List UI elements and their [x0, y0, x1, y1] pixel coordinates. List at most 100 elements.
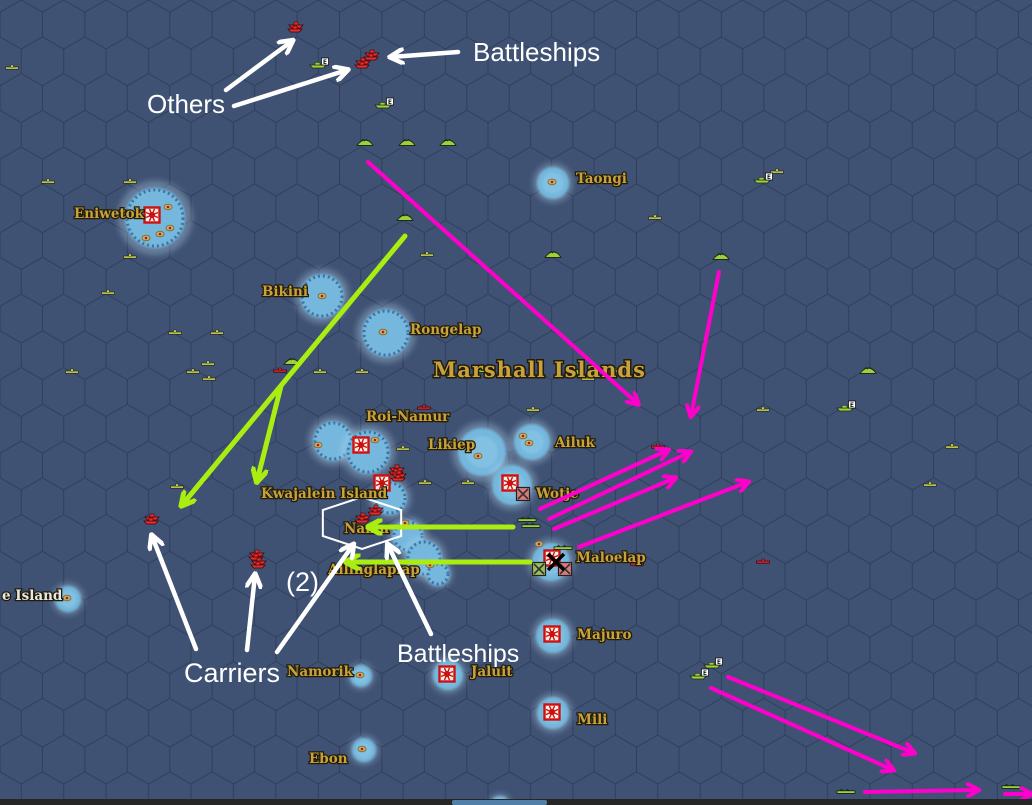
deck-detail	[839, 788, 850, 792]
allied-ship-icon[interactable]	[398, 138, 416, 146]
atoll-rim	[125, 188, 185, 248]
allied-sub-icon[interactable]	[210, 329, 224, 335]
allied-escort-icon[interactable]: E	[703, 657, 723, 669]
japanese-sub-icon[interactable]	[417, 404, 431, 410]
allied-surface-ship-icon[interactable]	[521, 522, 541, 528]
atoll-rim	[300, 274, 344, 318]
e-badge-letter: E	[767, 173, 771, 181]
annotation-label-battleships-top: Battleships	[473, 37, 600, 67]
allied-surface-ship-icon[interactable]	[836, 788, 856, 794]
allied-sub-icon[interactable]	[65, 368, 79, 374]
annotation-label-count-2: (2)	[286, 567, 319, 597]
allied-sub-icon[interactable]	[313, 368, 327, 374]
allied-ship-icon[interactable]	[859, 366, 877, 374]
allied-sub-icon[interactable]	[168, 329, 182, 335]
allied-ship-icon[interactable]	[439, 138, 457, 146]
japanese-base-counter[interactable]	[501, 474, 519, 492]
allied-sub-icon[interactable]	[418, 479, 432, 485]
allied-sub-icon[interactable]	[201, 360, 215, 366]
allied-ship-icon[interactable]	[396, 213, 414, 221]
japanese-taskforce-icon[interactable]	[250, 557, 267, 569]
sail	[775, 168, 779, 172]
allied-sub-icon[interactable]	[186, 368, 200, 374]
e-badge	[321, 57, 329, 66]
japanese-base-counter[interactable]	[543, 625, 561, 643]
japanese-sub-icon[interactable]	[630, 560, 644, 566]
allied-surface-ship-icon[interactable]	[553, 544, 573, 550]
allied-sub-icon[interactable]	[461, 479, 475, 485]
japanese-base-counter[interactable]	[352, 436, 370, 454]
japanese-sub-icon[interactable]	[756, 558, 770, 564]
allied-ship-icon[interactable]	[356, 138, 374, 146]
island-label-kwajalein-island: Kwajalein Island	[261, 486, 388, 502]
allied-sub-icon[interactable]	[202, 375, 216, 381]
sail	[128, 178, 132, 182]
allied-sub-icon[interactable]	[770, 168, 784, 174]
allied-ship-icon[interactable]	[566, 367, 584, 375]
japanese-taskforce-icon[interactable]	[143, 513, 160, 525]
japanese-taskforce-icon[interactable]	[390, 470, 407, 482]
superstructure	[369, 49, 375, 54]
allied-escort-icon[interactable]: E	[309, 57, 329, 69]
japanese-taskforce-icon[interactable]	[354, 57, 371, 69]
allied-escort-icon[interactable]: E	[689, 668, 709, 680]
island-label-mili: Mili	[577, 712, 607, 728]
white-callout-arrow	[388, 545, 434, 637]
sail	[761, 406, 765, 410]
allied-sub-icon[interactable]	[648, 214, 662, 220]
japanese-taskforce-icon[interactable]	[367, 504, 384, 516]
allied-sub-icon[interactable]	[101, 289, 115, 295]
allied-sub-icon[interactable]	[355, 368, 369, 374]
allied-ship-icon[interactable]	[544, 250, 562, 258]
island-label-namorik: Namorik	[287, 664, 354, 680]
japanese-taskforce-icon[interactable]	[287, 21, 304, 33]
sail	[635, 560, 639, 564]
allied-sub-icon[interactable]	[5, 64, 19, 70]
e-badge	[765, 172, 773, 181]
land-islet-dot	[358, 673, 362, 677]
island-ailuk	[509, 419, 555, 465]
japanese-base-counter[interactable]	[373, 474, 391, 492]
x-stroke	[517, 488, 529, 500]
allied-sub-icon[interactable]	[396, 445, 410, 451]
japanese-taskforce-icon[interactable]	[363, 49, 380, 61]
japanese-sub-icon[interactable]	[273, 367, 287, 373]
allied-sub-icon[interactable]	[945, 443, 959, 449]
magenta-movement-arrow	[547, 452, 690, 521]
allied-surface-ship-icon[interactable]	[517, 516, 537, 522]
sun-disc	[149, 212, 155, 218]
sail	[175, 483, 179, 487]
bottom-edge-fragment	[452, 800, 547, 805]
magenta-movement-arrow	[366, 160, 638, 404]
allied-sub-icon[interactable]	[608, 367, 622, 373]
allied-ship-icon[interactable]	[712, 252, 730, 260]
allied-sub-icon[interactable]	[581, 375, 595, 381]
white-callout-arrow	[231, 70, 347, 109]
japanese-base-counter[interactable]	[143, 206, 161, 224]
hull	[517, 518, 537, 522]
struck-unit-box-green[interactable]	[531, 561, 547, 577]
struck-unit-box-red[interactable]	[515, 486, 531, 502]
allied-escort-icon[interactable]: E	[374, 97, 394, 109]
allied-escort-icon[interactable]: E	[753, 172, 773, 184]
sail	[207, 375, 211, 379]
allied-sub-icon[interactable]	[123, 178, 137, 184]
allied-sub-icon[interactable]	[170, 483, 184, 489]
white-callout-arrow	[274, 545, 353, 655]
allied-sub-icon[interactable]	[420, 251, 434, 257]
superstructure	[841, 405, 848, 409]
japanese-base-counter[interactable]	[543, 703, 561, 721]
japanese-base-counter[interactable]	[438, 665, 456, 683]
allied-sub-icon[interactable]	[923, 481, 937, 487]
allied-sub-icon[interactable]	[123, 253, 137, 259]
allied-sub-icon[interactable]	[41, 178, 55, 184]
allied-sub-icon[interactable]	[526, 406, 540, 412]
allied-escort-icon[interactable]: E	[836, 400, 856, 412]
white-callout-arrow	[391, 52, 461, 57]
allied-ship-icon[interactable]	[476, 365, 494, 373]
allied-sub-icon[interactable]	[756, 406, 770, 412]
sail	[928, 481, 932, 485]
hull	[859, 367, 877, 374]
superstructure	[292, 25, 298, 30]
